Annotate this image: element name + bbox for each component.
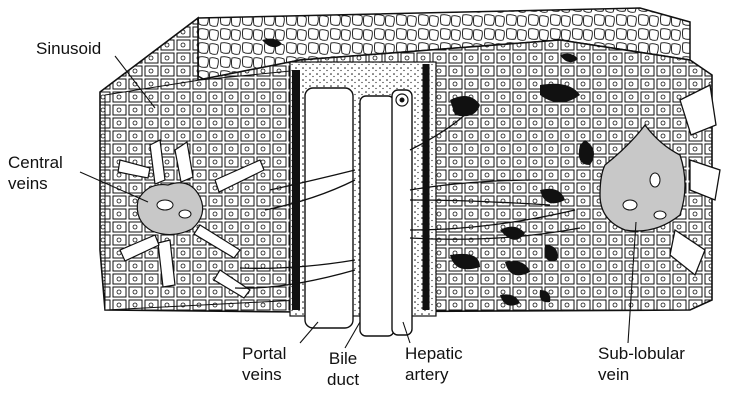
label-sinusoid-text: Sinusoid [36, 38, 101, 59]
label-bile-duct: Bile duct [327, 348, 359, 390]
label-bile-duct-line2: duct [327, 369, 359, 390]
label-bile-duct-line1: Bile [327, 348, 359, 369]
label-portal-veins: Portal veins [242, 343, 286, 385]
label-hepatic-artery-line2: artery [405, 364, 463, 385]
label-portal-veins-line2: veins [242, 364, 286, 385]
label-sub-lobular-vein: Sub-lobular vein [598, 343, 685, 385]
label-sinusoid: Sinusoid [36, 38, 101, 59]
portal-tract [290, 62, 436, 336]
label-central-veins-line1: Central [8, 152, 63, 173]
label-central-veins-line2: veins [8, 173, 63, 194]
label-central-veins: Central veins [8, 152, 63, 194]
label-sub-lobular-vein-line2: vein [598, 364, 685, 385]
label-portal-veins-line1: Portal [242, 343, 286, 364]
label-hepatic-artery-line1: Hepatic [405, 343, 463, 364]
label-sub-lobular-vein-line1: Sub-lobular [598, 343, 685, 364]
label-hepatic-artery: Hepatic artery [405, 343, 463, 385]
